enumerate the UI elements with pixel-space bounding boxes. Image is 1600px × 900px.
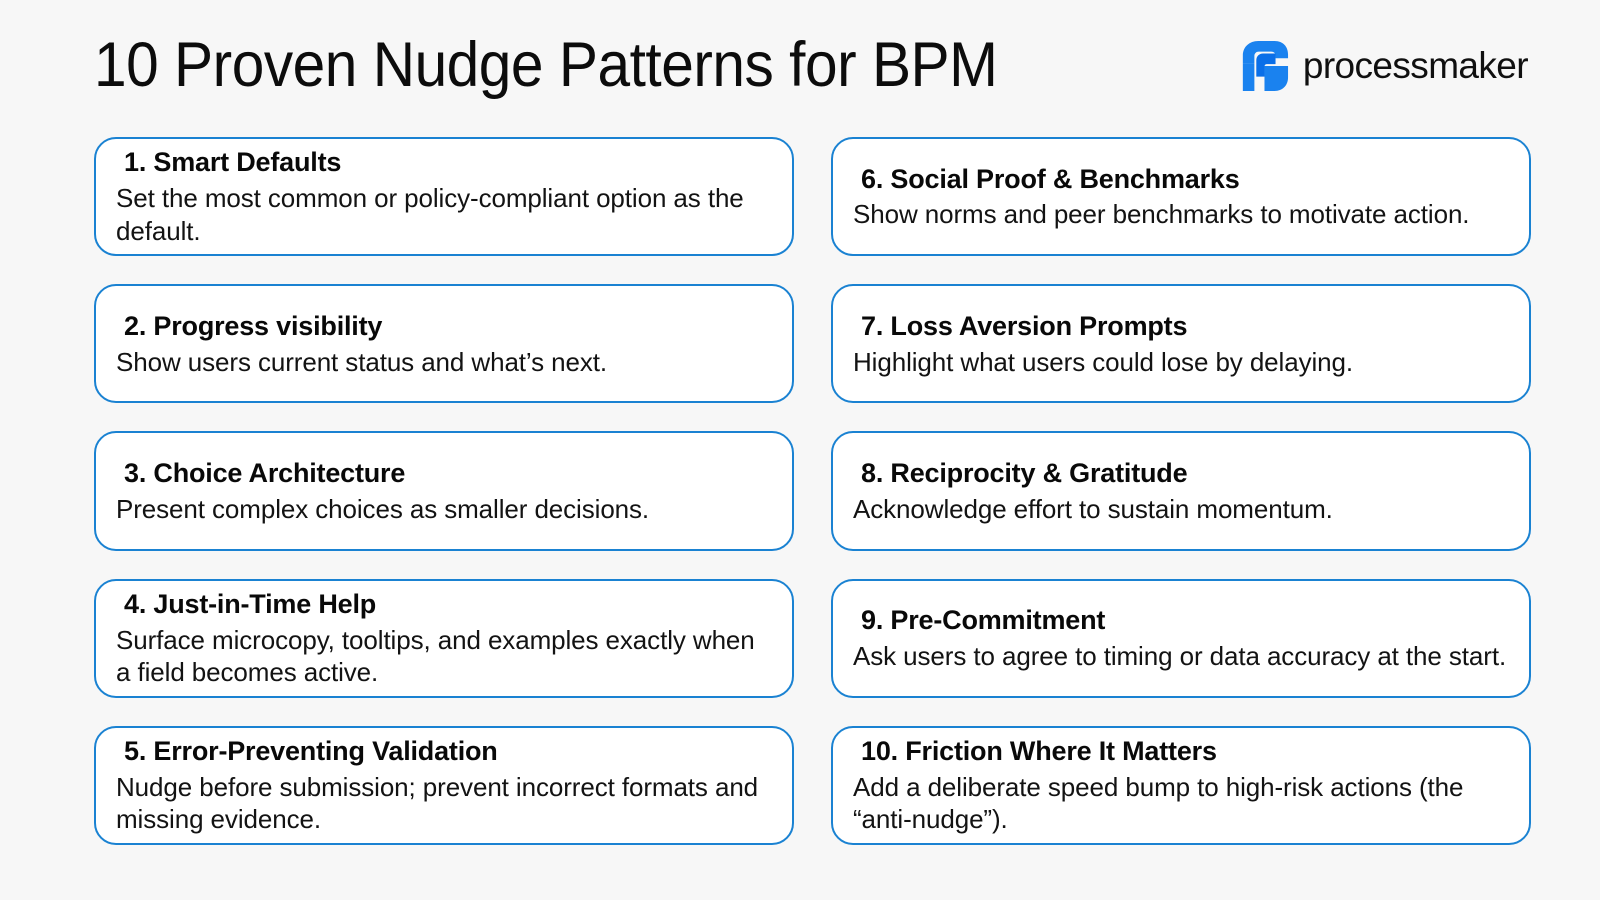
nudge-card-title: 2. Progress visibility [124,310,383,341]
nudge-card-title: 8. Reciprocity & Gratitude [861,457,1188,488]
nudge-card-title: 9. Pre-Commitment [861,605,1106,636]
nudge-card-9[interactable]: 9. Pre-Commitment Ask users to agree to … [831,578,1531,698]
nudge-card-title: 1. Smart Defaults [124,147,342,178]
nudge-card-4[interactable]: 4. Just-in-Time Help Surface microcopy, … [94,578,794,698]
nudge-card-body: Show norms and peer benchmarks to motiva… [853,199,1470,230]
nudge-card-title: 10. Friction Where It Matters [861,736,1217,767]
nudge-card-6[interactable]: 6. Social Proof & Benchmarks Show norms … [831,137,1531,257]
page-title: 10 Proven Nudge Patterns for BPM [94,29,998,100]
nudge-card-8[interactable]: 8. Reciprocity & Gratitude Acknowledge e… [831,431,1531,551]
header: 10 Proven Nudge Patterns for BPM process… [0,0,1600,130]
nudge-card-body: Highlight what users could lose by delay… [853,346,1353,377]
processmaker-logo-icon [1239,40,1289,92]
nudge-card-10[interactable]: 10. Friction Where It Matters Add a deli… [831,725,1531,845]
brand-logo: processmaker [1239,40,1529,92]
nudge-card-title: 7. Loss Aversion Prompts [861,310,1188,341]
nudge-card-body: Acknowledge effort to sustain momentum. [853,493,1333,524]
nudge-card-body: Set the most common or policy-compliant … [116,183,744,246]
nudge-card-title: 4. Just-in-Time Help [124,589,377,619]
nudge-card-body: Surface microcopy, tooltips, and example… [116,624,755,688]
brand-wordmark: processmaker [1302,45,1529,86]
nudge-card-7[interactable]: 7. Loss Aversion Prompts Highlight what … [831,284,1531,404]
nudge-card-body: Ask users to agree to timing or data acc… [853,641,1507,672]
nudge-card-title: 5. Error-Preventing Validation [124,736,498,767]
nudge-card-5[interactable]: 5. Error-Preventing Validation Nudge bef… [94,725,794,845]
nudge-card-body: Present complex choices as smaller decis… [116,493,650,524]
nudge-card-body: Add a deliberate speed bump to high-risk… [853,772,1464,835]
nudge-card-body: Nudge before submission; prevent incorre… [116,772,759,835]
nudge-card-body: Show users current status and what’s nex… [116,346,608,377]
nudge-card-3[interactable]: 3. Choice Architecture Present complex c… [94,431,794,551]
nudge-card-grid: 1. Smart Defaults Set the most common or… [94,137,1531,845]
nudge-card-1[interactable]: 1. Smart Defaults Set the most common or… [94,137,794,257]
nudge-card-2[interactable]: 2. Progress visibility Show users curren… [94,284,794,404]
nudge-card-title: 3. Choice Architecture [124,457,406,488]
nudge-card-title: 6. Social Proof & Benchmarks [861,163,1240,194]
